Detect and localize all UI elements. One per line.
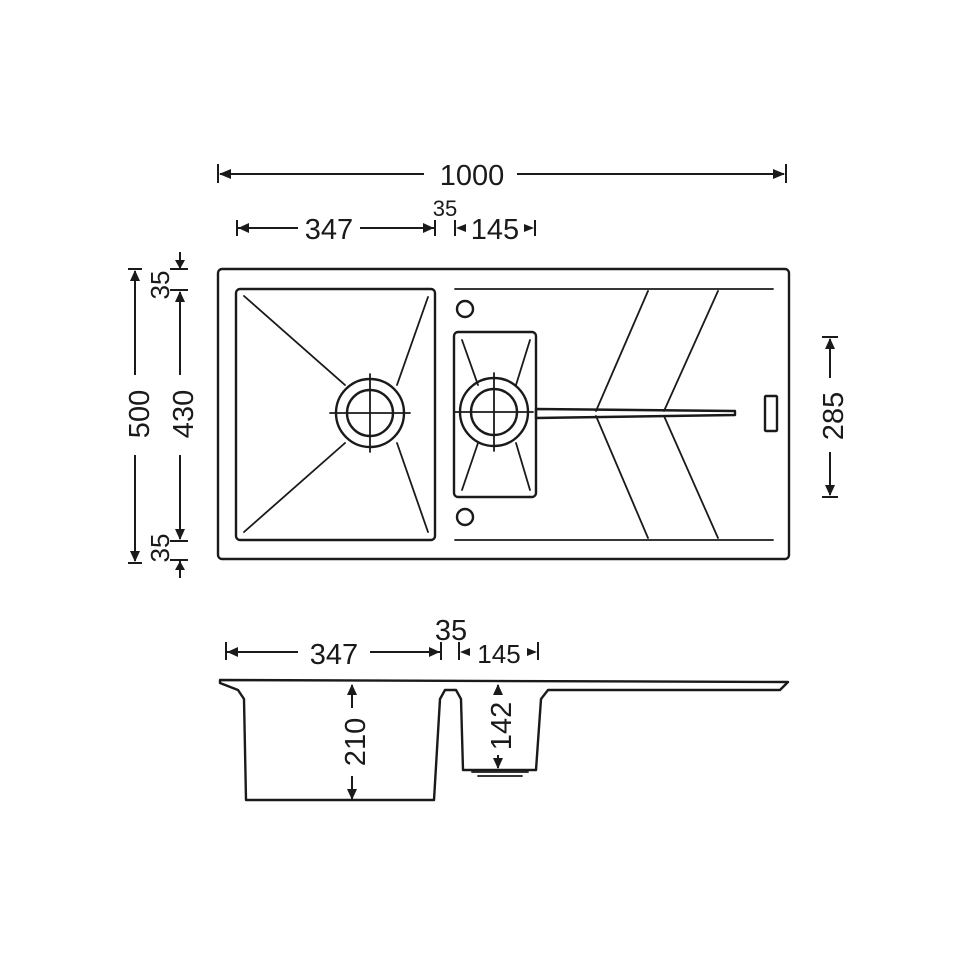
dim-overall-depth-label: 500 <box>124 390 156 438</box>
dim-side-small-bowl-width-label: 145 <box>477 639 520 669</box>
dim-main-bowl-width-label: 347 <box>305 214 353 246</box>
dim-bowl-depth: 35 430 35 <box>145 252 200 578</box>
small-bowl-slope-lines <box>461 339 531 491</box>
dim-top-margin-label: 35 <box>145 271 175 300</box>
overflow-slot-icon <box>763 394 779 433</box>
dim-side-main-bowl-width-label: 347 <box>310 639 358 671</box>
dim-small-bowl-width-label: 145 <box>471 214 519 246</box>
top-view: 1000 347 35 145 500 <box>124 160 850 578</box>
sink-outline <box>216 267 791 561</box>
dim-gap-width-label: 35 <box>433 196 457 221</box>
tap-hole-bottom-icon <box>455 507 475 527</box>
dim-bowl-widths-side: 347 35 145 <box>225 615 539 671</box>
main-bowl <box>234 287 437 542</box>
small-bowl-drain-icon <box>454 372 534 452</box>
small-bowl <box>452 330 538 499</box>
drainer-ribs <box>454 288 774 541</box>
tap-hole-top-icon <box>455 299 475 319</box>
overflow-channel <box>534 407 737 420</box>
dim-bottom-margin-label: 35 <box>145 534 175 563</box>
dim-bowl-widths-top: 347 35 145 <box>236 196 536 246</box>
dim-overall-depth: 500 <box>124 268 156 564</box>
dim-side-gap-width-label: 35 <box>435 615 467 647</box>
dim-drainer-depth-label: 285 <box>818 392 850 440</box>
dim-overall-width-label: 1000 <box>440 160 505 192</box>
dim-drainer-depth: 285 <box>818 336 850 498</box>
dim-overall-width: 1000 <box>217 160 787 192</box>
dim-small-bowl-height: 142 <box>486 684 518 769</box>
side-profile <box>218 678 790 802</box>
side-view: 347 35 145 210 142 <box>218 615 790 802</box>
dim-bowl-height: 210 <box>340 684 372 800</box>
main-bowl-drain-icon <box>329 373 411 453</box>
dim-bowl-height-label: 210 <box>340 718 372 766</box>
dim-bowl-depth-label: 430 <box>168 390 200 438</box>
main-bowl-slope-lines <box>243 295 429 533</box>
dim-small-bowl-height-label: 142 <box>486 702 518 750</box>
